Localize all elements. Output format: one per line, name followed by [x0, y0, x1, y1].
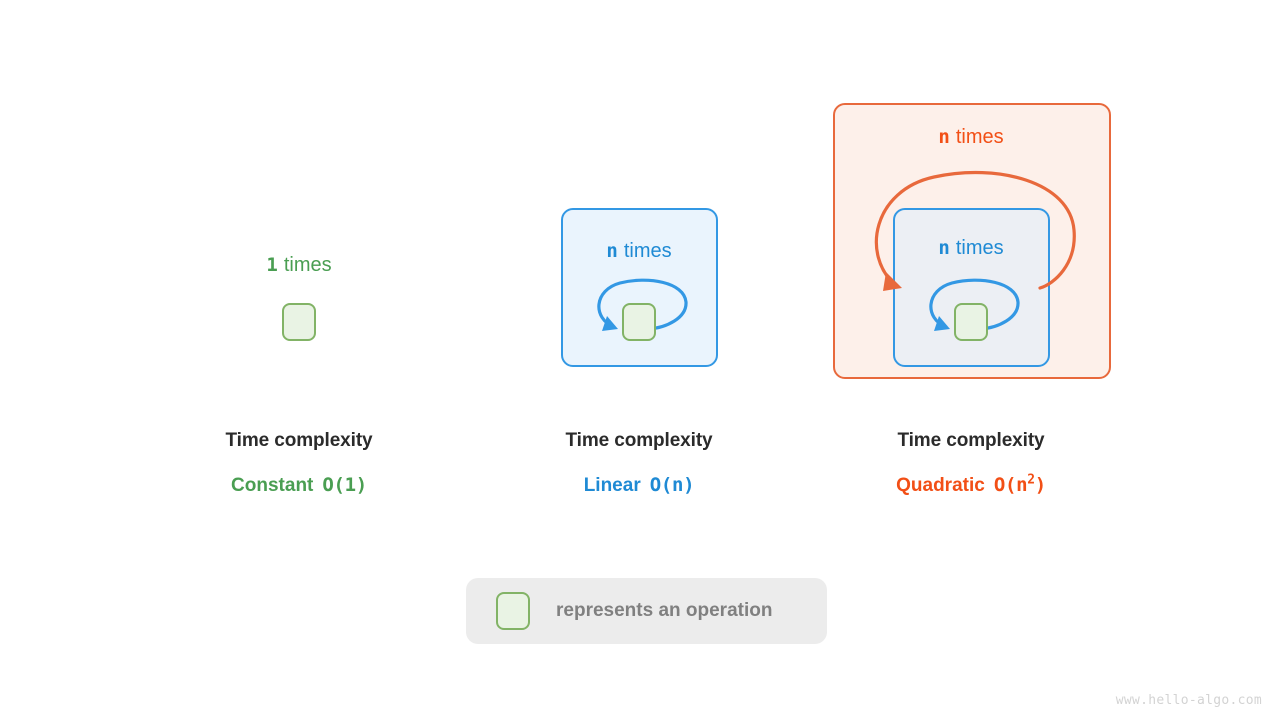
caption-quadratic: Time complexity Quadratic O(n2) — [896, 430, 1046, 497]
loop-count-value: 1 — [266, 254, 278, 276]
watermark: www.hello-algo.com — [1115, 693, 1262, 708]
caption-linear: Time complexity Linear O(n) — [565, 430, 712, 497]
big-o-notation: O(n) — [649, 474, 695, 496]
loop-count-value: n — [938, 237, 950, 259]
caption-value: Linear O(n) — [565, 474, 712, 497]
operation-box — [954, 303, 988, 341]
big-o-exponent: 2 — [1027, 472, 1035, 488]
caption-title: Time complexity — [565, 430, 713, 451]
complexity-name: Constant — [231, 475, 314, 496]
legend-swatch-icon — [496, 592, 530, 630]
big-o-notation: O(n2) — [994, 474, 1046, 496]
loop-count-word: times — [623, 240, 672, 262]
loop-count-word: times — [283, 254, 332, 276]
big-o-notation: O(1) — [322, 474, 367, 496]
legend: represents an operation — [466, 578, 827, 644]
caption-title: Time complexity — [225, 430, 373, 451]
loop-count-word: times — [955, 237, 1004, 259]
caption-value: Quadratic O(n2) — [896, 474, 1046, 497]
caption-title: Time complexity — [897, 430, 1045, 451]
loop-count-value: n — [606, 240, 618, 262]
loop-count-value: n — [938, 126, 950, 148]
complexity-name: Linear — [583, 475, 641, 496]
operation-box — [282, 303, 316, 341]
loop-count-word: times — [955, 126, 1004, 148]
big-o-base: O(n — [993, 474, 1028, 496]
caption-constant: Time complexity Constant O(1) — [225, 430, 372, 497]
complexity-name: Quadratic — [896, 475, 985, 496]
legend-label: represents an operation — [556, 600, 773, 621]
loop-arrow-icon — [597, 278, 688, 331]
operation-box — [622, 303, 656, 341]
big-o-suffix: ) — [1034, 474, 1046, 496]
loop-arrow-icon — [929, 278, 1020, 331]
outer-loop-arrow-icon — [874, 170, 1076, 291]
caption-value: Constant O(1) — [225, 474, 372, 497]
